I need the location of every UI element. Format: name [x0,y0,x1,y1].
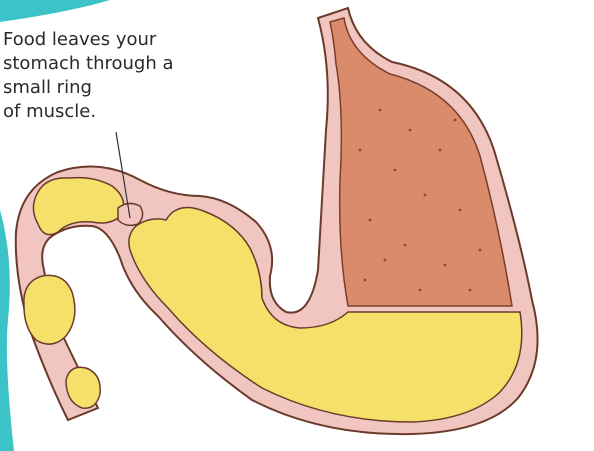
caption-line-2: stomach through a [3,52,203,76]
pyloric-sphincter [118,203,143,225]
duodenum-food-2 [24,275,75,344]
caption: Food leaves your stomach through a small… [3,28,203,124]
teal-edge-left [0,210,14,451]
teal-corner-top [0,0,110,22]
caption-line-1: Food leaves your [3,28,203,52]
caption-line-3: small ring [3,76,203,100]
caption-line-4: of muscle. [3,100,203,124]
